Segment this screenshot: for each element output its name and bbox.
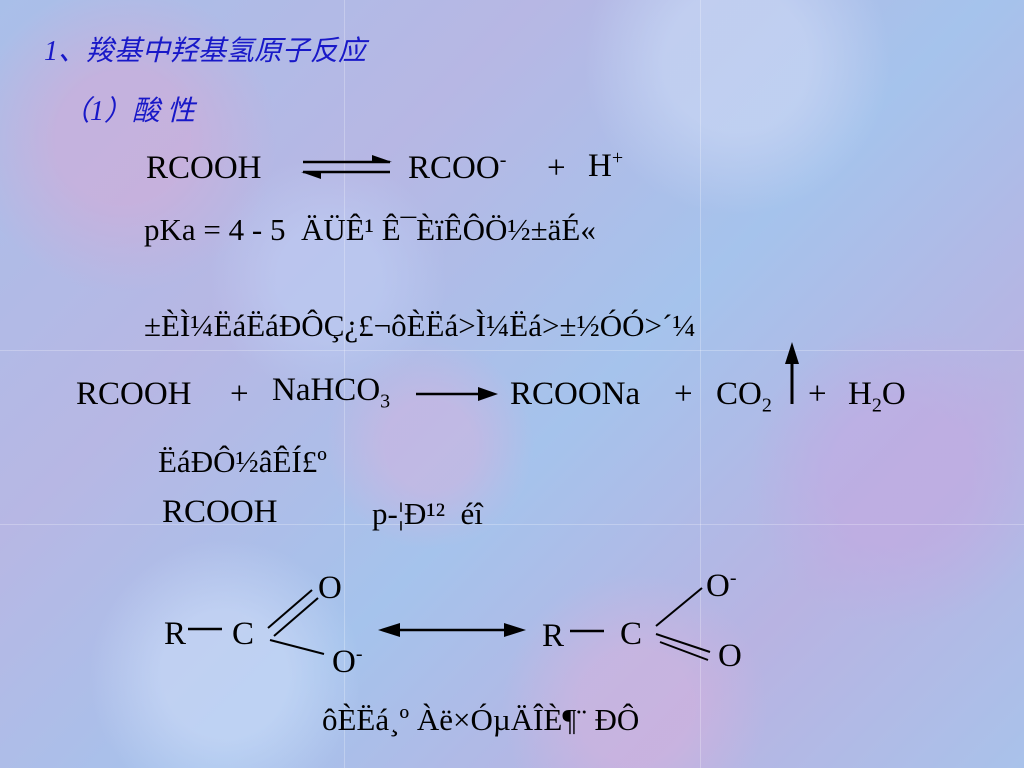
- tile-seam: [700, 0, 701, 768]
- acidity-order-line: ±ÈÌ¼ËáËáÐÔÇ¿£¬ôÈËá>Ì¼Ëá>±½ÓÓ>´¼: [144, 308, 696, 343]
- explanation-heading: ËáÐÔ½âÊÍ£º: [158, 444, 327, 479]
- tile-seam: [0, 524, 1024, 525]
- eq1-plus: +: [547, 150, 566, 186]
- resonance-right-c: C: [620, 616, 643, 652]
- eq1-product-1: RCOO-: [408, 149, 507, 186]
- anion-stability-line: ôÈËá¸º Àë×ÓµÄÎÈ¶¨ ÐÔ: [322, 702, 640, 737]
- eq2-product-2: CO2: [716, 376, 772, 417]
- section-heading: 1、羧基中羟基氢原子反应: [44, 36, 367, 67]
- eq2-plus-3: +: [808, 376, 827, 412]
- subsection-heading: （1）酸 性: [62, 96, 196, 127]
- resonance-left-c: C: [232, 616, 255, 652]
- eq2-reactant-1: RCOOH: [76, 376, 192, 412]
- eq2-product-3: H2O: [848, 376, 906, 417]
- eq1-reactant: RCOOH: [146, 150, 262, 186]
- eq2-reactant-2: NaHCO3: [272, 372, 391, 413]
- resonance-left-o-top: O: [318, 570, 342, 606]
- resonance-right-o-top: O-: [706, 567, 737, 604]
- conjugation-label: p-¦Ð¹² éî: [372, 496, 483, 531]
- resonance-right-r: R: [542, 618, 565, 654]
- eq1-product-2: H+: [588, 147, 624, 184]
- tile-seam: [0, 350, 1024, 351]
- resonance-right-o-bottom: O: [718, 638, 742, 674]
- eq2-plus-2: +: [674, 376, 693, 412]
- resonance-left-o-bottom: O-: [332, 643, 363, 680]
- rcooh-formula: RCOOH: [162, 494, 278, 530]
- pka-line: pKa = 4 - 5 ÄÜÊ¹ Ê¯ÈïÊÔÖ½±äÉ«: [144, 212, 596, 247]
- eq2-plus-1: +: [230, 376, 249, 412]
- eq2-product-1: RCOONa: [510, 376, 641, 412]
- resonance-left-r: R: [164, 616, 187, 652]
- tile-seam: [344, 0, 345, 768]
